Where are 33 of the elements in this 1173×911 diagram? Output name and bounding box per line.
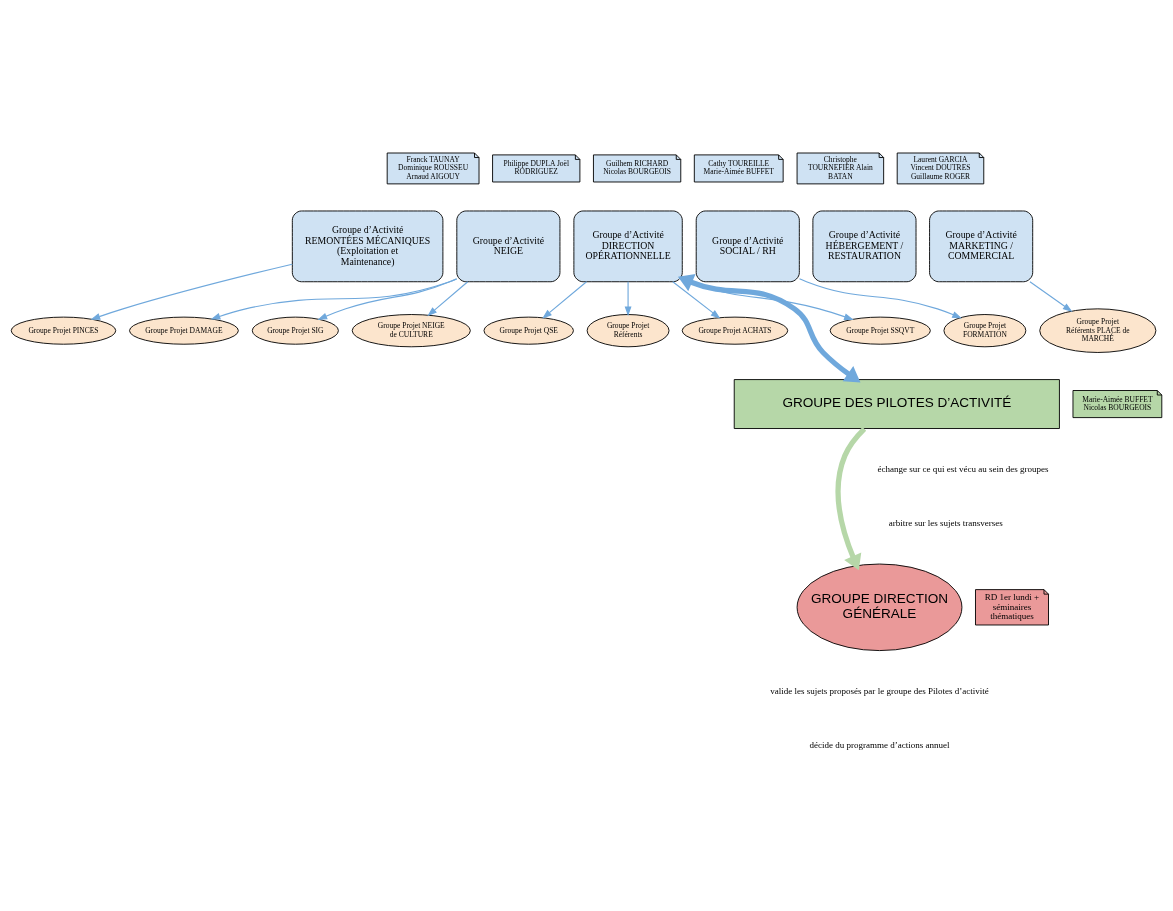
arrow: [90, 263, 293, 320]
arrow: [1029, 280, 1073, 312]
node-ellipse: Groupe Projet QSE: [483, 316, 574, 345]
arrow: [672, 280, 721, 319]
node-ellipse: Groupe Projet PINCES: [10, 316, 117, 345]
node-ellipse: Groupe Projet ACHATS: [681, 316, 789, 345]
node-ellipse: Groupe Projet SIG: [251, 316, 339, 345]
arrow: [542, 280, 588, 319]
node-ellipse: Groupe Projet Référents: [586, 313, 670, 347]
arrow: [317, 277, 458, 320]
node-ellipse: Groupe Projet FORMATION: [943, 313, 1027, 347]
node-ellipse: Groupe Projet DAMAGE: [129, 316, 239, 345]
label: échange sur ce qui est vécu au sein des groupes: [877, 463, 1049, 473]
node-ellipse: GROUPE DIRECTION GÉNÉRALE: [796, 563, 963, 651]
node-box: GROUPE DES PILOTES D’ACTIVITÉ: [733, 378, 1060, 429]
node-box: Groupe d’Activité NEIGE: [456, 210, 561, 282]
node-box: Groupe d’Activité SOCIAL / RH: [695, 210, 800, 282]
arrow: [210, 277, 458, 320]
label: arbitre sur les sujets transverses: [888, 517, 1003, 528]
arrow: [677, 273, 861, 382]
node-ellipse: Groupe Projet Référents PLACE de MARCHÉ: [1039, 307, 1157, 353]
arrow: [624, 280, 632, 316]
node-ellipse: Groupe Projet NEIGE de CULTURE: [351, 313, 471, 347]
label: valide les sujets proposés par le groupe des Pilotes d’activité: [770, 685, 989, 696]
node-box: Groupe d’Activité REMONTÉES MÉCANIQUES (Exploitation et Maintenance): [291, 210, 444, 282]
node-box: Groupe d’Activité HÉBERGEMENT / RESTAURATION: [812, 210, 917, 282]
arrow: [798, 277, 962, 319]
node-ellipse: Groupe Projet SSQVT: [829, 316, 931, 345]
label: décide du programme d’actions annuel: [809, 739, 950, 750]
arrow: [427, 280, 469, 316]
node-box: Groupe d’Activité DIRECTION OPÉRATIONNELLE: [573, 210, 683, 282]
node-box: Groupe d’Activité MARKETING / COMMERCIAL: [929, 210, 1034, 282]
arrow: [835, 426, 867, 570]
